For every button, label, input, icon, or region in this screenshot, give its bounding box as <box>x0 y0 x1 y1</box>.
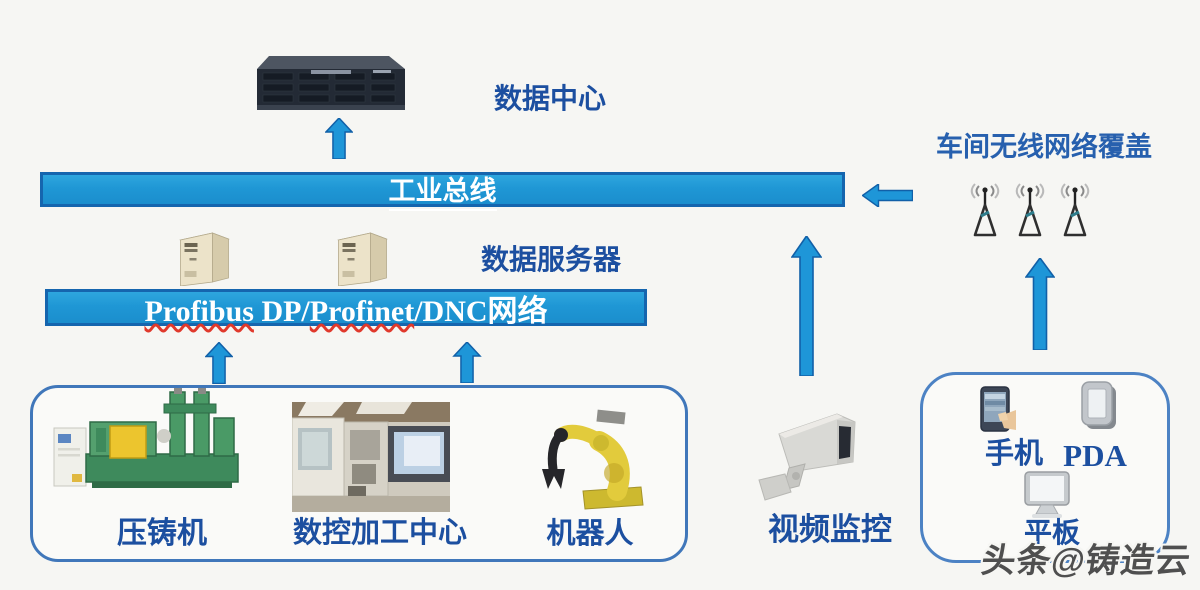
tablet-icon <box>1024 471 1070 518</box>
fieldbus-label-dnc: /DNC <box>414 294 488 328</box>
robot-label: 机器人 <box>546 518 634 550</box>
fieldbus-label-profibus: Profibus <box>144 294 254 328</box>
fieldbus-label-profinet: Profinet <box>309 294 415 328</box>
industrial-bus-bar: 工业总线 <box>40 172 845 211</box>
die-casting-machine-photo <box>53 388 239 488</box>
cnc-machining-center-photo <box>292 402 450 512</box>
arrow-up-from-cnc-icon <box>452 342 482 383</box>
arrow-left-to-bus-icon <box>862 184 913 207</box>
mobile-devices-group-box <box>920 372 1170 563</box>
fieldbus-network-label: Profibus DP/Profinet/DNC网络 <box>144 286 547 330</box>
data-center-label: 数据中心 <box>493 83 607 114</box>
smartphone-icon <box>980 386 1016 432</box>
video-monitor-label: 视频监控 <box>768 512 892 547</box>
pda-icon <box>1081 381 1116 429</box>
tablet-label: 平板 <box>1023 517 1081 548</box>
arrow-up-to-wireless-icon <box>1025 258 1055 350</box>
fieldbus-network-bar: Profibus DP/Profinet/DNC网络 <box>45 289 647 328</box>
phone-label: 手机 <box>984 438 1044 470</box>
industrial-robot-photo <box>542 409 644 510</box>
arrow-up-from-diecasting-icon <box>205 342 233 384</box>
antenna-icon <box>970 183 1000 237</box>
cctv-camera-icon <box>758 413 856 501</box>
wireless-coverage-label: 车间无线网络覆盖 <box>936 132 1152 162</box>
fieldbus-label-network-cn: 网络 <box>487 294 548 328</box>
fieldbus-label-dp: DP/ <box>253 294 310 328</box>
data-server-label: 数据服务器 <box>480 244 622 275</box>
industrial-bus-label: 工业总线 <box>388 169 497 211</box>
watermark: 头条@铸造云 <box>978 542 1194 580</box>
tower-server-icon <box>179 232 230 286</box>
arrow-up-from-video-icon <box>791 236 822 376</box>
die-casting-label: 压铸机 <box>117 517 207 550</box>
antenna-icon <box>1015 183 1045 237</box>
tower-server-icon <box>337 232 388 286</box>
rack-server-icon <box>257 56 405 110</box>
arrow-up-to-datacenter-icon <box>325 118 353 159</box>
pda-label: PDA <box>1063 438 1127 473</box>
antenna-icon <box>1060 183 1090 237</box>
cnc-center-label: 数控加工中心 <box>292 517 468 549</box>
